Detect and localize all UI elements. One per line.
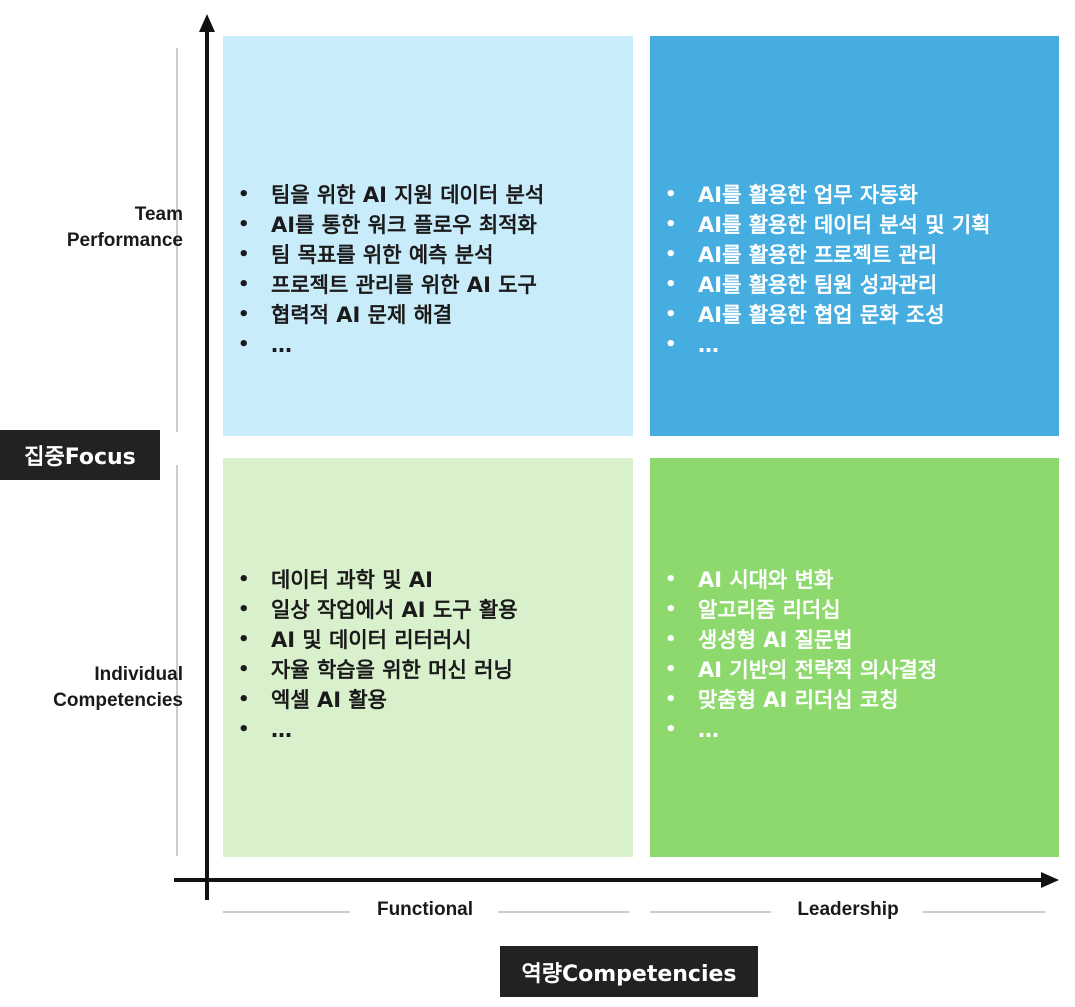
list-item: • AI 시대와 변화 <box>650 565 937 595</box>
list-item: • 알고리즘 리더십 <box>650 595 937 625</box>
list-item: • AI 기반의 전략적 의사결정 <box>650 655 937 685</box>
row-label-line: Competencies <box>53 690 183 711</box>
bullet-icon: • <box>238 719 250 740</box>
bullet-icon: • <box>238 304 250 325</box>
row-label-team-performance: Team Performance <box>67 202 183 254</box>
list-item: • AI를 활용한 팀원 성과관리 <box>650 270 990 300</box>
list-item: • 데이터 과학 및 AI <box>223 565 518 595</box>
quadrant-individual-leadership: • AI 시대와 변화 • 알고리즘 리더십 • 생성형 AI 질문법 • AI 기반의 전략… <box>650 458 1059 857</box>
list-item: • AI를 활용한 협업 문화 조성 <box>650 300 990 330</box>
list-item-text: 일상 작업에서 AI 도구 활용 <box>271 598 518 622</box>
list-item: •… <box>650 715 937 745</box>
list-item-text: AI를 활용한 팀원 성과관리 <box>698 273 938 297</box>
list-item-text: 생성형 AI 질문법 <box>698 628 853 652</box>
list-item: • 팀을 위한 AI 지원 데이터 분석 <box>223 180 544 210</box>
bullet-icon: • <box>238 334 250 355</box>
bullet-icon: • <box>238 274 250 295</box>
list-item-text: AI를 활용한 프로젝트 관리 <box>698 243 938 267</box>
list-item-text: … <box>271 333 292 357</box>
quadrant-individual-functional: • 데이터 과학 및 AI • 일상 작업에서 AI 도구 활용 • AI 및 데이터 리… <box>223 458 633 857</box>
list-item-text: 팀을 위한 AI 지원 데이터 분석 <box>271 183 545 207</box>
bullet-icon: • <box>665 719 677 740</box>
list-item-text: 데이터 과학 및 AI <box>271 568 433 592</box>
list-item: • 협력적 AI 문제 해결 <box>223 300 544 330</box>
list-item-text: … <box>271 718 292 742</box>
quadrant-team-leadership: • AI를 활용한 업무 자동화 • AI를 활용한 데이터 분석 및 기획 • AI를 … <box>650 36 1059 436</box>
list-item: • AI를 통한 워크 플로우 최적화 <box>223 210 544 240</box>
list-item: • AI를 활용한 업무 자동화 <box>650 180 990 210</box>
list-item: • AI 및 데이터 리터러시 <box>223 625 518 655</box>
bullet-icon: • <box>665 304 677 325</box>
list-item: • AI를 활용한 프로젝트 관리 <box>650 240 990 270</box>
list-item-text: 프로젝트 관리를 위한 AI 도구 <box>271 273 537 297</box>
bullet-icon: • <box>238 689 250 710</box>
list-item-text: 자율 학습을 위한 머신 러닝 <box>271 658 513 682</box>
axis-title-competencies: 역량Competencies <box>500 946 758 997</box>
column-label-leadership: Leadership <box>773 899 923 921</box>
bullet-icon: • <box>238 569 250 590</box>
row-label-line: Team <box>134 204 183 225</box>
bullet-icon: • <box>665 599 677 620</box>
quadrant-list: • 데이터 과학 및 AI • 일상 작업에서 AI 도구 활용 • AI 및 데이터 리… <box>223 565 518 745</box>
row-label-line: Individual <box>94 664 183 685</box>
quadrant-list: • AI를 활용한 업무 자동화 • AI를 활용한 데이터 분석 및 기획 • AI를 … <box>650 180 990 360</box>
list-item-text: 맞춤형 AI 리더십 코칭 <box>698 688 899 712</box>
row-label-individual-competencies: Individual Competencies <box>53 662 183 714</box>
bullet-icon: • <box>665 214 677 235</box>
column-label-functional: Functional <box>352 899 498 921</box>
list-item-text: … <box>698 333 719 357</box>
list-item: • AI를 활용한 데이터 분석 및 기획 <box>650 210 990 240</box>
bullet-icon: • <box>665 629 677 650</box>
bullet-icon: • <box>665 569 677 590</box>
bullet-icon: • <box>665 689 677 710</box>
axis-title-focus: 집중Focus <box>0 430 160 480</box>
bullet-icon: • <box>238 629 250 650</box>
bullet-icon: • <box>238 214 250 235</box>
list-item: • 프로젝트 관리를 위한 AI 도구 <box>223 270 544 300</box>
bullet-icon: • <box>238 184 250 205</box>
list-item-text: … <box>698 718 719 742</box>
list-item: • 팀 목표를 위한 예측 분석 <box>223 240 544 270</box>
list-item: • 자율 학습을 위한 머신 러닝 <box>223 655 518 685</box>
bullet-icon: • <box>238 659 250 680</box>
bullet-icon: • <box>238 244 250 265</box>
bullet-icon: • <box>665 334 677 355</box>
list-item-text: AI 시대와 변화 <box>698 568 834 592</box>
list-item-text: 협력적 AI 문제 해결 <box>271 303 453 327</box>
quadrant-team-functional: • 팀을 위한 AI 지원 데이터 분석 • AI를 통한 워크 플로우 최적화 • 팀 … <box>223 36 633 436</box>
list-item: •… <box>223 330 544 360</box>
list-item-text: AI를 활용한 업무 자동화 <box>698 183 918 207</box>
list-item-text: AI 및 데이터 리터러시 <box>271 628 472 652</box>
list-item-text: 알고리즘 리더십 <box>698 598 841 622</box>
list-item-text: AI 기반의 전략적 의사결정 <box>698 658 938 682</box>
x-axis-arrow <box>1041 872 1059 888</box>
list-item: • 맞춤형 AI 리더십 코칭 <box>650 685 937 715</box>
list-item-text: AI를 통한 워크 플로우 최적화 <box>271 213 537 237</box>
bullet-icon: • <box>665 184 677 205</box>
list-item: • 일상 작업에서 AI 도구 활용 <box>223 595 518 625</box>
quadrant-list: • AI 시대와 변화 • 알고리즘 리더십 • 생성형 AI 질문법 • AI 기반의 전략… <box>650 565 937 745</box>
bullet-icon: • <box>665 659 677 680</box>
list-item: • 엑셀 AI 활용 <box>223 685 518 715</box>
list-item-text: 엑셀 AI 활용 <box>271 688 387 712</box>
bullet-icon: • <box>238 599 250 620</box>
list-item: • 생성형 AI 질문법 <box>650 625 937 655</box>
list-item-text: AI를 활용한 데이터 분석 및 기획 <box>698 213 991 237</box>
y-axis-arrow <box>199 14 215 32</box>
list-item: •… <box>650 330 990 360</box>
quadrant-list: • 팀을 위한 AI 지원 데이터 분석 • AI를 통한 워크 플로우 최적화 • 팀 … <box>223 180 544 360</box>
list-item: •… <box>223 715 518 745</box>
list-item-text: AI를 활용한 협업 문화 조성 <box>698 303 945 327</box>
row-label-line: Performance <box>66 230 183 251</box>
bullet-icon: • <box>665 274 677 295</box>
bullet-icon: • <box>665 244 677 265</box>
list-item-text: 팀 목표를 위한 예측 분석 <box>271 243 494 267</box>
